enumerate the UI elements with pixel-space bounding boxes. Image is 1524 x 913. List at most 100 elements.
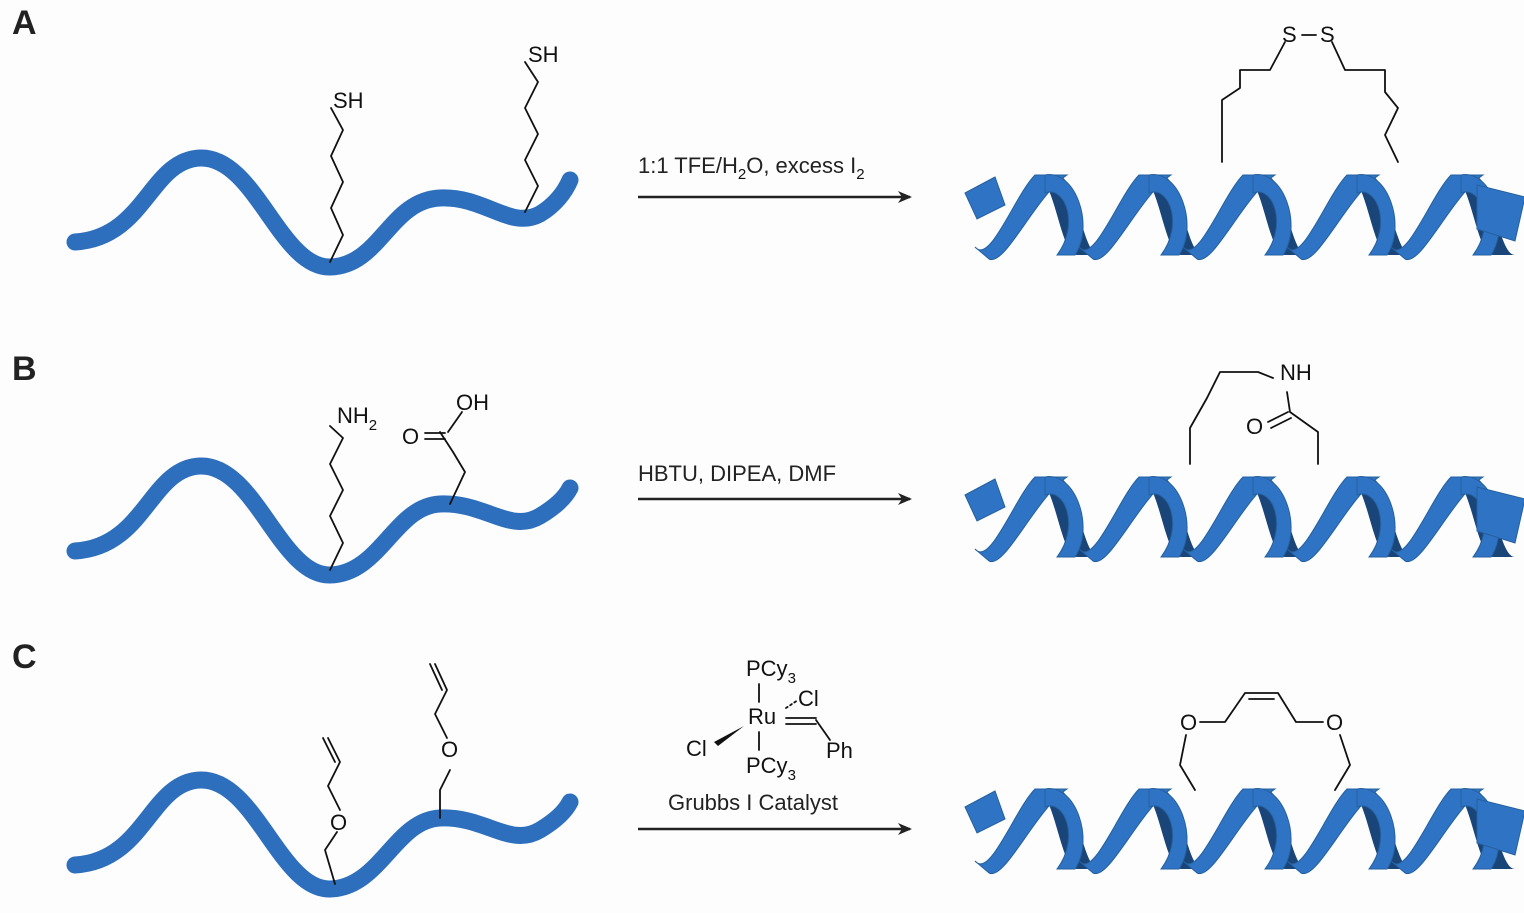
panel-a: A SH SH 1:1 TFE/H2O, excess I2 S S — [12, 4, 1524, 276]
helix-front-strand — [974, 476, 1069, 562]
helix-lower-sweep — [1044, 788, 1084, 870]
disulfide-staple-right — [1331, 41, 1399, 163]
chloride-left-label: Cl — [686, 736, 707, 761]
side-chain-thiol-2 — [524, 61, 539, 213]
reagent-conditions-a: 1:1 TFE/H2O, excess I2 — [638, 153, 865, 183]
helix-lower-sweep — [1356, 476, 1396, 558]
allyl-chain-1 — [327, 737, 341, 811]
carbonyl-oxygen-label: O — [402, 424, 419, 449]
helix-front-strand — [1390, 788, 1485, 874]
panel-label-c: C — [12, 638, 37, 676]
helix-back-strand — [1347, 175, 1411, 255]
helix-lower-sweep — [1252, 788, 1292, 870]
helix-back-strand — [1243, 477, 1307, 557]
allyl-double-bond-1 — [322, 737, 336, 763]
pcy3-top-label: PCy3 — [746, 656, 796, 687]
allyl-chain-2 — [434, 663, 448, 739]
amide-oxygen-label: O — [1246, 414, 1263, 439]
helix-front-strand — [1078, 476, 1173, 562]
helix-lower-sweep — [1252, 174, 1292, 256]
helix-back-strand — [1035, 789, 1099, 869]
side-chain-allyl-ether-1 — [324, 831, 338, 885]
side-chain-allyl-ether-2 — [439, 769, 451, 819]
helix-lower-sweep — [1356, 788, 1396, 870]
allyl-double-bond-2 — [429, 663, 443, 691]
helix-front-strand — [1390, 476, 1485, 562]
staple-oxygen-label-1: O — [1180, 710, 1197, 735]
pcy3-bottom-label: PCy3 — [746, 753, 796, 784]
helix-front-strand — [1286, 476, 1381, 562]
lactam-staple-left — [1189, 371, 1274, 465]
catalyst-name: Grubbs I Catalyst — [668, 790, 838, 815]
helix-back-strand — [1347, 789, 1411, 869]
helix-back-strand — [1243, 175, 1307, 255]
helix-lower-sweep — [1148, 476, 1188, 558]
amine-label: NH2 — [337, 403, 377, 434]
amide-carbonyl-bond-2 — [1270, 417, 1292, 429]
side-chain-amine — [329, 425, 344, 571]
helix-front-strand — [1182, 788, 1277, 874]
helix-lower-sweep — [1356, 174, 1396, 256]
helix-back-strand — [1035, 175, 1099, 255]
ruthenium-label: Ru — [748, 704, 776, 729]
ether-oxygen-label-2: O — [441, 737, 458, 762]
amide-carbonyl-bond-1 — [1267, 411, 1289, 423]
chloride-right-label: Cl — [798, 686, 819, 711]
thiol-label-1: SH — [333, 88, 364, 113]
helix-back-strand — [1139, 175, 1203, 255]
helix-lower-sweep — [1044, 476, 1084, 558]
sulfur-label-2: S — [1320, 22, 1335, 47]
helix-product-b — [964, 476, 1524, 562]
grubbs-catalyst: PCy3 Ru Cl Ph Cl PCy3 Grubbs I Catalyst — [668, 656, 853, 815]
helix-lower-sweep — [1252, 476, 1292, 558]
olefin-staple-right — [1334, 734, 1351, 791]
phenyl-label: Ph — [826, 738, 853, 763]
ru-cl-hashed-bond — [785, 699, 799, 709]
helix-end-cap — [1476, 184, 1524, 242]
helix-lower-sweep — [1044, 174, 1084, 256]
helix-front-strand — [1182, 476, 1277, 562]
hydroxyl-bond — [447, 411, 463, 433]
panel-label-b: B — [12, 350, 37, 388]
helix-end-cap — [1476, 798, 1524, 856]
helix-product-a — [964, 174, 1524, 260]
helix-front-strand — [1286, 174, 1381, 260]
unfolded-peptide-a — [66, 149, 579, 276]
disulfide-staple-left — [1221, 41, 1286, 163]
side-chain-thiol-1 — [329, 107, 344, 263]
helix-front-strand — [974, 788, 1069, 874]
helix-start-cap — [964, 790, 1006, 834]
sulfur-label-1: S — [1282, 22, 1297, 47]
helix-back-strand — [1139, 789, 1203, 869]
helix-lower-sweep — [1148, 788, 1188, 870]
helix-product-c — [964, 788, 1524, 874]
thiol-label-2: SH — [528, 42, 559, 67]
helix-front-strand — [1286, 788, 1381, 874]
side-chain-acid — [439, 431, 466, 505]
hydroxyl-label: OH — [456, 390, 489, 415]
reagent-conditions-b: HBTU, DIPEA, DMF — [638, 461, 836, 486]
helix-lower-sweep — [1148, 174, 1188, 256]
ru-cl-wedge-bond — [714, 726, 744, 746]
helix-front-strand — [1390, 174, 1485, 260]
helix-start-cap — [964, 478, 1006, 522]
unfolded-peptide-c — [66, 771, 579, 898]
panel-label-a: A — [12, 4, 37, 42]
helix-front-strand — [1078, 174, 1173, 260]
helix-back-strand — [1035, 477, 1099, 557]
amide-nh-label: NH — [1280, 360, 1312, 385]
olefin-staple-left — [1179, 734, 1196, 791]
ether-oxygen-label-1: O — [330, 810, 347, 835]
helix-end-cap — [1476, 486, 1524, 544]
helix-back-strand — [1243, 789, 1307, 869]
helix-front-strand — [1182, 174, 1277, 260]
unfolded-peptide-b — [66, 457, 579, 584]
lactam-staple-right — [1286, 391, 1319, 465]
helix-front-strand — [1078, 788, 1173, 874]
carbene-ph-bond — [815, 719, 831, 741]
helix-back-strand — [1347, 477, 1411, 557]
staple-oxygen-label-2: O — [1326, 710, 1343, 735]
helix-start-cap — [964, 176, 1006, 220]
panel-b: B NH2 O OH HBTU, DIPEA, DMF NH O — [12, 350, 1524, 584]
